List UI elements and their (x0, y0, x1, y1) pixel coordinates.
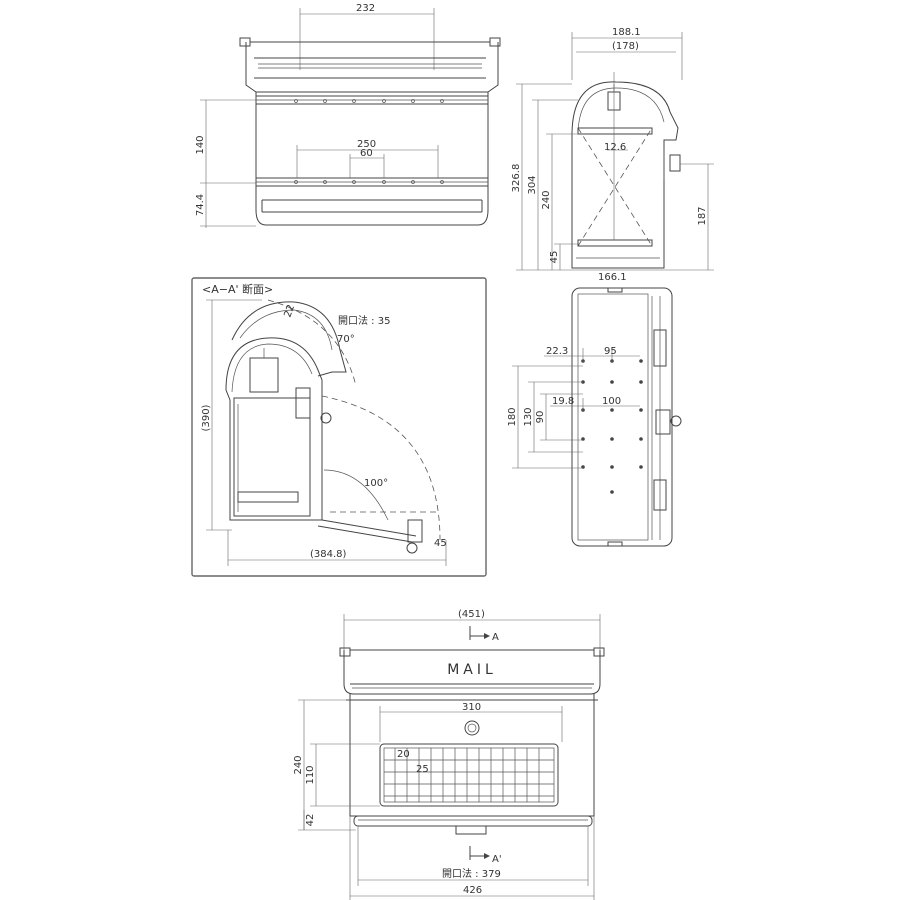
bottom-inner-width-label: 310 (462, 702, 481, 713)
section-opening-label: 開口法 : 35 (338, 314, 390, 327)
side-total-height-label: 326.8 (511, 164, 522, 193)
side-view: 188.1 (178) 12.6 326.8 304 240 45 (511, 27, 714, 283)
side-inner-label: 12.6 (604, 142, 626, 153)
section-angle-lid-label: 70° (337, 334, 355, 345)
back-mid-offset-label: 19.8 (552, 396, 574, 407)
section-view: <A−A' 断面> (390) (384.8) 開口法 : 35 70° 22 … (191, 277, 487, 577)
window-height-label: 110 (305, 765, 316, 784)
section-title: <A−A' 断面> (202, 282, 273, 296)
back-h130-label: 130 (523, 407, 534, 426)
front-width-label: 232 (356, 3, 375, 14)
side-mid-height-label: 240 (541, 190, 552, 209)
section-lid-dim-label: 22 (282, 303, 297, 319)
bottom-opening-label: 開口法 : 379 (442, 867, 501, 880)
bottom-base-width-label: 426 (463, 885, 482, 896)
section-angle-door-label: 100° (364, 478, 388, 489)
side-depth-outer-label: 188.1 (612, 27, 641, 38)
side-base-depth-label: 166.1 (598, 272, 627, 283)
base-height-label: 42 (305, 814, 316, 827)
side-body-height-label: 304 (527, 175, 538, 194)
marker-a-top: A (492, 632, 499, 643)
bottom-height-label: 240 (293, 755, 304, 774)
side-base-height-label: 45 (549, 251, 560, 264)
back-h180-label: 180 (507, 407, 518, 426)
front-height-label: 140 (195, 135, 206, 154)
bottom-view: (451) A MAIL 310 (293, 609, 605, 900)
marker-a-bottom: A' (492, 854, 502, 865)
back-mid-pitch-label: 100 (602, 396, 621, 407)
window-left-label: 20 (397, 749, 410, 760)
window-inner-label: 25 (416, 764, 429, 775)
back-top-pitch-label: 95 (604, 346, 617, 357)
bottom-total-width-label: (451) (458, 609, 485, 620)
front-bottom-label: 74.4 (195, 194, 206, 216)
back-view: 22.3 95 19.8 100 180 130 90 (507, 287, 682, 547)
section-height-label: (390) (201, 404, 212, 431)
section-small-dim-label: 45 (434, 538, 447, 549)
front-view: 232 250 (195, 3, 501, 228)
front-inner-width-label: 250 (357, 139, 376, 150)
side-lever-height-label: 187 (697, 206, 708, 225)
back-h90-label: 90 (535, 411, 546, 424)
front-pitch-label: 60 (360, 148, 373, 159)
section-width-label: (384.8) (310, 549, 347, 560)
back-left-offset-label: 22.3 (546, 346, 568, 357)
brand-text: MAIL (447, 662, 497, 678)
side-depth-inner-label: (178) (612, 41, 639, 52)
